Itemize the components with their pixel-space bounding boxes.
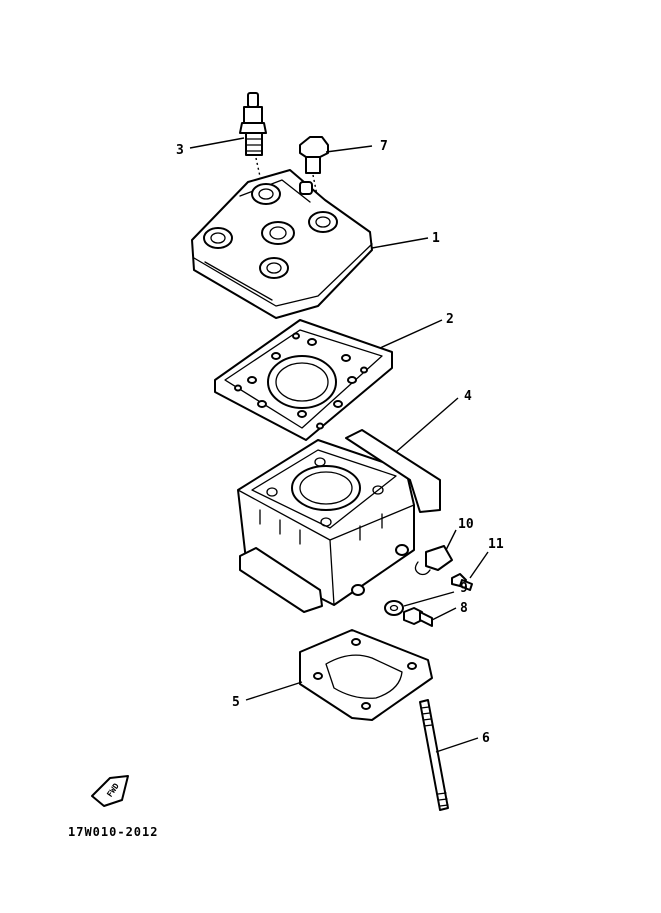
- part-cylinder: [237, 429, 441, 613]
- fwd-arrow-icon: FWD: [91, 775, 129, 807]
- part-washer: [384, 600, 404, 616]
- part-spark-plug: [239, 92, 267, 156]
- callout-7: 7: [380, 139, 388, 154]
- part-bolt: [403, 607, 433, 627]
- part-clamp: [414, 545, 453, 576]
- leader-lines: [189, 137, 489, 753]
- plug-bolt-axis: [312, 174, 321, 211]
- callout-10: 10: [458, 517, 474, 532]
- part-cylinder-head: [191, 169, 373, 319]
- part-head-gasket: [214, 319, 393, 441]
- part-screw-small: [451, 573, 473, 591]
- callout-11: 11: [488, 537, 504, 552]
- callout-3: 3: [176, 143, 184, 158]
- callout-4: 4: [464, 389, 472, 404]
- callout-2: 2: [446, 312, 454, 327]
- callout-numbers: 3 7 1 2 4 10 11 9 8 5 6: [176, 139, 504, 746]
- part-base-gasket: [299, 629, 433, 721]
- callout-8: 8: [460, 601, 468, 616]
- part-code: 17W010-2012: [68, 825, 158, 839]
- callout-9: 9: [460, 581, 468, 596]
- part-plug-bolt: [299, 136, 329, 174]
- callout-6: 6: [482, 731, 490, 746]
- part-stud-bolt: [419, 699, 449, 811]
- callout-1: 1: [432, 231, 440, 246]
- callout-5: 5: [232, 695, 240, 710]
